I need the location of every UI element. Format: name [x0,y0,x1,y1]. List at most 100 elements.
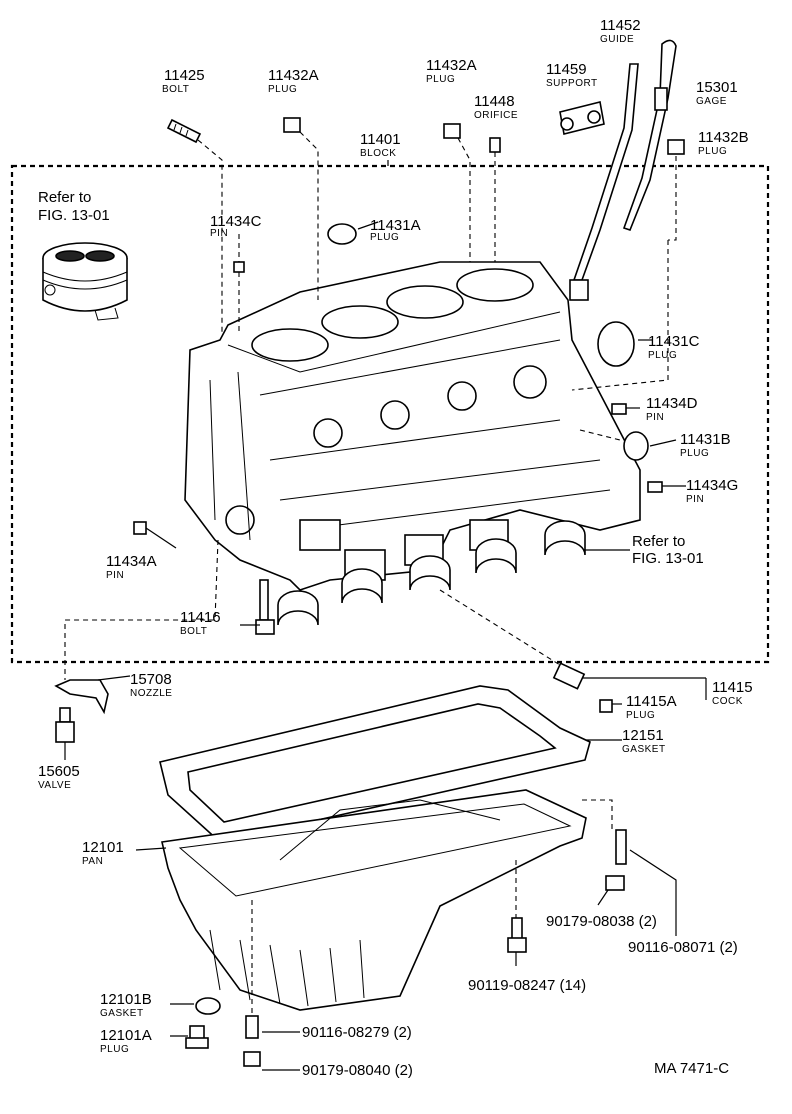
fastener-90179-08038: 90179-08038 (2) [546,913,657,930]
callout-11425: 11425 BOLT [162,67,205,95]
svg-text:FIG. 13-01: FIG. 13-01 [632,550,704,567]
svg-text:PLUG: PLUG [426,74,455,85]
svg-text:ORIFICE: ORIFICE [474,110,518,121]
callout-11448: 11448 ORIFICE [474,93,518,121]
svg-text:12151: 12151 [622,727,664,744]
callout-12101a: 12101A PLUG [100,1027,152,1055]
figure-code: MA 7471-C [654,1060,729,1077]
callout-11452: 11452 GUIDE [600,17,641,45]
callout-11415a: 11415A PLUG [626,693,677,721]
oil-pan-illustration [161,789,587,1011]
plug-11432b-illustration [667,139,685,155]
svg-text:NOZZLE: NOZZLE [130,688,172,699]
svg-text:11415A: 11415A [626,693,677,710]
plug-11431a-illustration [327,223,357,245]
svg-text:BOLT: BOLT [162,84,189,95]
svg-text:GASKET: GASKET [622,744,666,755]
svg-text:PLUG: PLUG [626,710,655,721]
callout-11432b: 11432B PLUG [698,129,749,157]
support-bracket-illustration [559,101,605,135]
callout-12151: 12151 GASKET [622,727,666,755]
callout-12101: 12101 PAN [82,839,124,867]
callout-11434c: 11434C PIN [210,213,262,239]
svg-text:COCK: COCK [712,696,743,707]
svg-text:11432A: 11432A [268,67,319,84]
svg-text:11425: 11425 [164,67,205,84]
svg-text:SUPPORT: SUPPORT [546,78,598,89]
bolt-11425-illustration [166,118,202,144]
svg-text:12101B: 12101B [100,991,152,1008]
oil-pan-gasket-illustration [159,685,591,843]
leader-lines [64,131,707,1071]
svg-text:11431B: 11431B [680,431,731,448]
svg-text:GAGE: GAGE [696,96,727,107]
callout-11416: 11416 BOLT [180,609,221,637]
callout-11434d: 11434D PIN [646,395,698,423]
svg-text:11416: 11416 [180,609,221,626]
pan-stud-right-illustration [605,829,627,891]
svg-text:PIN: PIN [646,412,664,423]
svg-text:PLUG: PLUG [648,350,677,361]
drain-plug-gasket-illustration [195,997,221,1015]
svg-text:11431A: 11431A [370,217,421,234]
svg-text:BOLT: BOLT [180,626,207,637]
svg-text:11459: 11459 [546,61,587,78]
pin-11434a-illustration [133,521,147,535]
svg-text:15605: 15605 [38,763,80,780]
svg-text:PLUG: PLUG [100,1044,129,1055]
svg-text:PLUG: PLUG [680,448,709,459]
svg-text:GUIDE: GUIDE [600,34,634,45]
svg-text:PIN: PIN [686,494,704,505]
plug-11432a-mid-illustration [443,123,461,139]
svg-text:11434A: 11434A [106,553,157,570]
callout-11434g: 11434G PIN [686,477,738,505]
svg-text:11431C: 11431C [648,333,700,350]
pin-11434g-illustration [647,481,663,493]
callout-11459: 11459 SUPPORT [546,61,598,89]
svg-text:11452: 11452 [600,17,641,34]
block-assembly-frame [10,164,770,664]
svg-text:PLUG: PLUG [268,84,297,95]
ref-note-bearing: Refer to FIG. 13-01 [632,533,704,567]
cylinder-block-illustration [184,261,641,626]
svg-text:PAN: PAN [82,856,103,867]
valve-illustration [55,707,75,743]
dipstick-guide-illustration [569,63,639,301]
svg-text:15301: 15301 [696,79,738,96]
fastener-90116-08071: 90116-08071 (2) [628,939,738,956]
callout-11434a: 11434A PIN [106,553,157,581]
pin-11434d-illustration [611,403,627,415]
pin-11434c-illustration [233,261,245,273]
svg-text:PIN: PIN [210,228,228,239]
pan-bolt-center-illustration [507,917,527,953]
callout-11415: 11415 COCK [712,679,753,707]
svg-text:11434D: 11434D [646,395,698,412]
drain-plug-illustration [185,1025,209,1049]
svg-text:BLOCK: BLOCK [360,148,396,159]
callout-11431a: 11431A PLUG [370,217,421,243]
svg-text:11432B: 11432B [698,129,749,146]
svg-text:PIN: PIN [106,570,124,581]
plug-11431b-illustration [623,431,649,461]
svg-text:11415: 11415 [712,679,753,696]
callout-11432a-top: 11432A PLUG [268,67,319,95]
plug-11431c-illustration [597,321,635,367]
svg-text:11434G: 11434G [686,477,738,494]
svg-text:VALVE: VALVE [38,780,71,791]
svg-text:Refer to: Refer to [38,189,91,206]
callout-12101b: 12101B GASKET [100,991,152,1019]
svg-text:15708: 15708 [130,671,172,688]
svg-text:PLUG: PLUG [370,232,399,243]
ref-note-piston: Refer to FIG. 13-01 [38,189,110,224]
svg-text:FIG. 13-01: FIG. 13-01 [38,207,110,224]
svg-text:11401: 11401 [360,131,401,148]
svg-text:11432A: 11432A [426,57,477,74]
svg-text:Refer to: Refer to [632,533,685,550]
fastener-90119-08247: 90119-08247 (14) [468,977,586,994]
orifice-illustration [489,137,501,153]
dipstick-gauge-illustration [622,39,677,231]
callout-11432a-mid: 11432A PLUG [426,57,477,85]
callout-15301: 15301 GAGE [696,79,738,107]
svg-text:GASKET: GASKET [100,1008,144,1019]
